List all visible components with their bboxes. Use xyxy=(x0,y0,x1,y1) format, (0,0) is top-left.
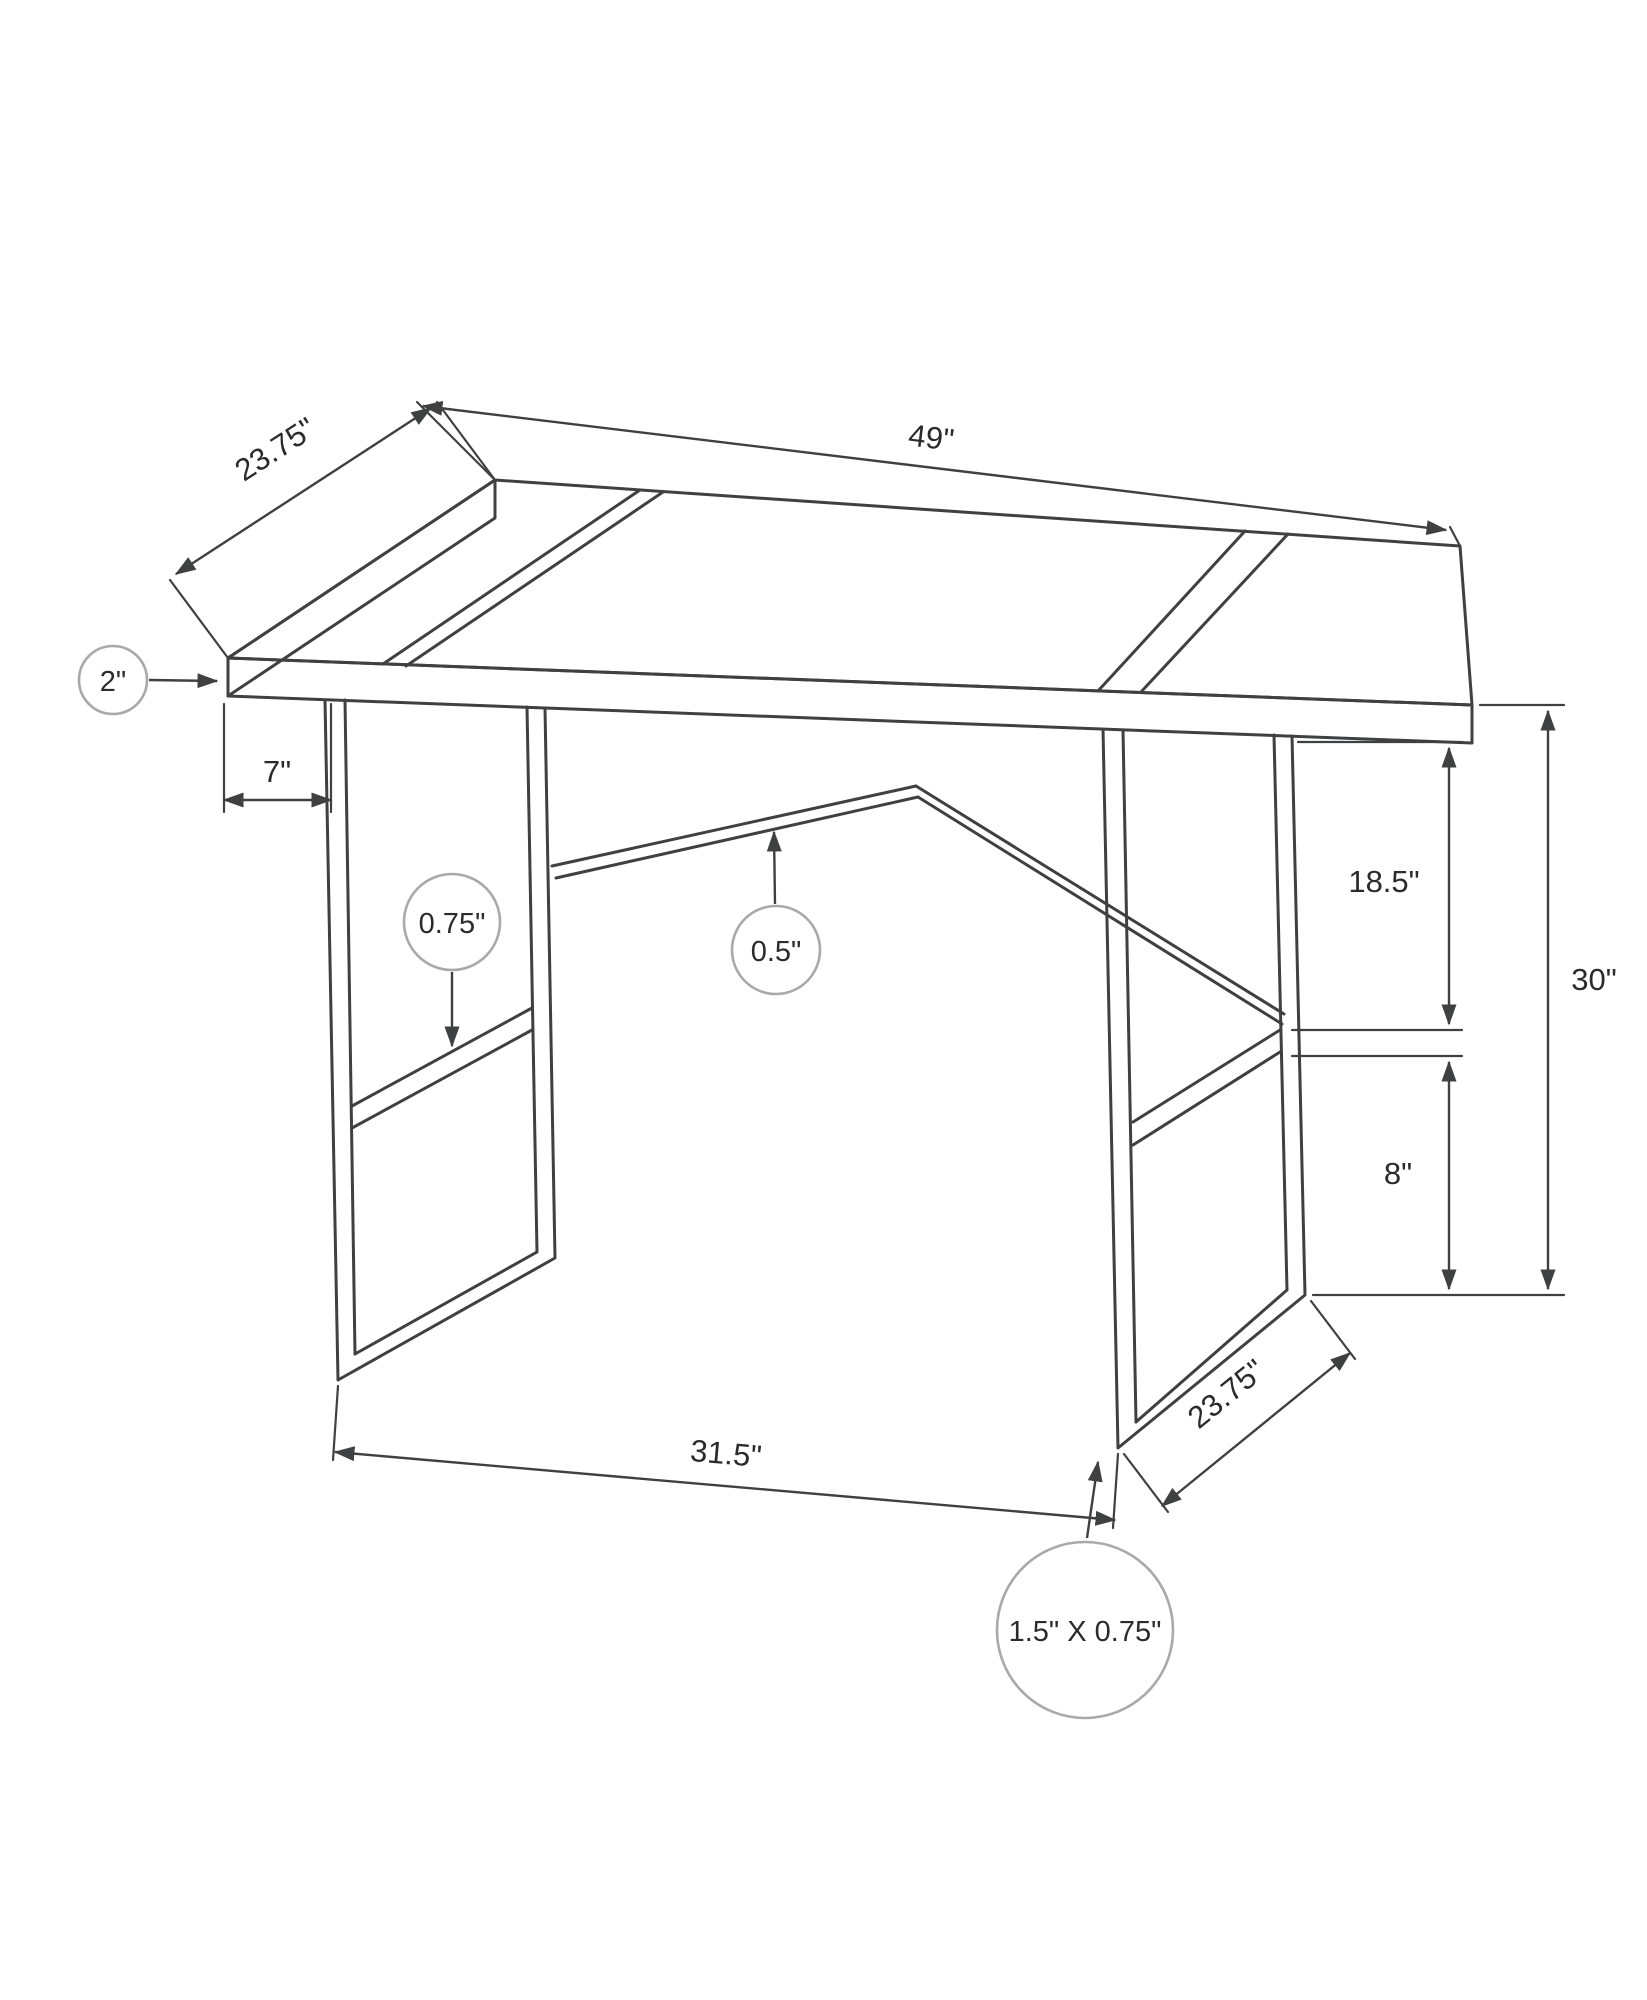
dim-top-depth-ext-back xyxy=(435,400,497,482)
top-seam-right-a xyxy=(1096,529,1247,693)
left-shelf-rail-top xyxy=(350,1006,534,1108)
dim-under-top-label: 18.5" xyxy=(1348,864,1419,899)
dim-top-length-label: 49" xyxy=(907,417,956,457)
callout-circles: 2" 0.75" 0.5" 1.5" X 0.75" xyxy=(77,644,1175,1720)
left-leg-back-post-inner xyxy=(525,705,539,1254)
dim-brace xyxy=(766,830,782,905)
dim-shelf-label: 8" xyxy=(1384,1156,1412,1191)
dim-tube-arrow xyxy=(1085,1460,1103,1539)
left-leg-bottom-rail-top xyxy=(353,1250,539,1356)
callout-brace: 0.5" xyxy=(730,904,822,996)
right-shelf-rail-bottom xyxy=(1131,1050,1282,1147)
dim-top-length-arrow xyxy=(421,400,1448,536)
cross-brace-right-a xyxy=(914,784,1286,1016)
dim-side-overhang: 7" xyxy=(222,702,333,814)
left-leg-frame-outer xyxy=(323,698,557,1382)
dim-leg-spacing: 31.5" xyxy=(331,1384,1120,1530)
callout-frame-bar: 0.75" xyxy=(402,872,502,972)
left-shelf-rail-bottom xyxy=(350,1028,534,1130)
dim-leg-depth-arrow xyxy=(1160,1352,1352,1507)
callout-brace-label: 0.5" xyxy=(751,936,802,968)
callout-brace-circle xyxy=(730,904,822,996)
dim-top-thickness xyxy=(148,673,219,689)
right-leg-front-post-inner xyxy=(1121,728,1138,1424)
dim-under-top-to-shelf: 18.5" xyxy=(1290,740,1464,1032)
callout-tube-circle xyxy=(995,1540,1175,1720)
left-leg-front-post-inner xyxy=(343,698,357,1356)
dim-top-depth-arrow xyxy=(174,406,433,576)
dim-leg-spacing-arrow xyxy=(333,1446,1117,1526)
dim-height-label: 30" xyxy=(1571,962,1617,997)
dim-tube xyxy=(1085,1460,1103,1539)
top-seam-right-b xyxy=(1139,532,1290,694)
dim-top-depth-ext-front xyxy=(168,578,230,660)
cross-brace-left-b xyxy=(554,795,920,880)
callout-frame-bar-circle xyxy=(402,872,502,972)
dim-shelf-to-floor: 8" xyxy=(1290,1054,1464,1291)
cross-brace-left-a xyxy=(550,784,918,868)
dim-side-overhang-label: 7" xyxy=(263,754,291,789)
callout-tube-label: 1.5" X 0.75" xyxy=(1009,1616,1162,1648)
callout-top-thickness-label: 2" xyxy=(100,666,126,698)
dim-leg-spacing-label: 31.5" xyxy=(689,1433,763,1474)
dim-top-length-ext-right xyxy=(1448,525,1462,548)
dim-overall-height: 30" xyxy=(1311,703,1617,1297)
dim-leg-depth-ext-back xyxy=(1309,1299,1357,1361)
right-shelf-rail-top xyxy=(1131,1028,1282,1124)
dim-leg-depth-ext-front xyxy=(1122,1452,1170,1514)
cross-brace-right-b xyxy=(916,795,1284,1026)
callout-frame-bar-label: 0.75" xyxy=(419,908,486,940)
callout-top-thickness-circle xyxy=(77,644,149,716)
dim-top-thickness-arrow xyxy=(148,673,219,689)
callout-top-thickness: 2" xyxy=(77,644,149,716)
dim-brace-arrow xyxy=(766,830,782,905)
dim-top-length: 49" xyxy=(415,400,1462,548)
callout-tube: 1.5" X 0.75" xyxy=(995,1540,1175,1720)
